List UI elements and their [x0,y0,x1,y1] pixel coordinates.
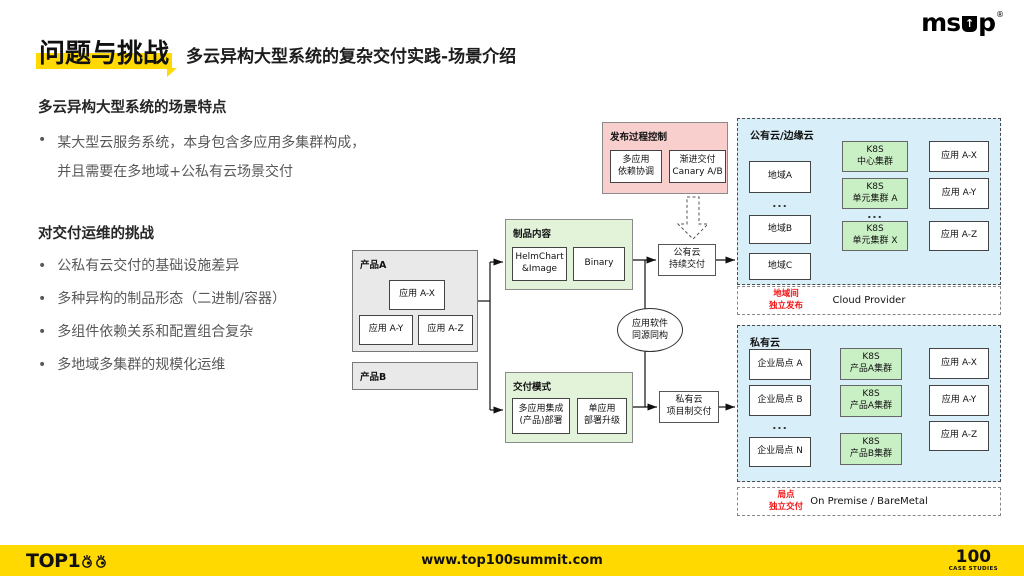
public-cloud-title: 公有云/边缘云 [750,131,814,142]
cloud-provider-label: Cloud Provider [832,295,906,306]
challenges-bullet: •多地域多集群的规模化运维 [38,357,226,374]
private-app-ay-box: 应用 A-Y [929,385,989,416]
registered-mark: ® [996,10,1004,19]
case-studies-logo: 100 CASE STUDIES [948,546,998,572]
msup-logo: ms ↑ p ® [921,8,1004,38]
cloud-provider-strip: 地域间 独立发布 Cloud Provider [737,286,1001,315]
features-section: 多云异构大型系统的场景特点 • 某大型云服务系统，本身包含多应用多集群构成，并且… [38,96,368,198]
binary-box: Binary [573,247,625,281]
k8s-unit-cluster-x-box: K8S 单元集群 X [842,221,908,251]
clusters-ellipsis: ... [867,208,883,221]
k8s-product-b-cluster-box: K8S 产品B集群 [840,433,902,465]
msup-logo-ms: ms [921,8,961,37]
product-b-panel: 产品B [352,362,478,390]
msup-logo-p: p [978,8,996,37]
product-b-title: 产品B [360,372,387,383]
k8s-product-a-cluster-1-box: K8S 产品A集群 [840,348,902,380]
private-app-az-box: 应用 A-Z [929,421,989,451]
site-n-box: 企业局点 N [749,437,811,467]
page-title: 问题与挑战 [36,39,178,77]
k8s-center-cluster-box: K8S 中心集群 [842,141,908,172]
artifact-panel: 制品内容 HelmChart &Image Binary [505,219,633,290]
challenges-bullet: •公私有云交付的基础设施差异 [38,258,240,274]
bullet-marker: • [38,132,47,148]
progressive-release-arrow-icon [676,196,710,240]
header: 问题与挑战 多云异构大型系统的复杂交付实践-场景介绍 [36,39,517,77]
helmchart-box: HelmChart &Image [512,247,567,281]
features-bullet: • 某大型云服务系统，本身包含多应用多集群构成，并且需要在多地域+公私有云场景交… [38,129,368,188]
region-independent-note: 地域间 独立发布 [768,289,803,311]
app-az-box: 应用 A-Z [418,315,473,345]
features-heading: 多云异构大型系统的场景特点 [38,100,227,116]
region-b-box: 地域B [749,215,811,244]
public-cd-box: 公有云 持续交付 [658,244,716,276]
product-a-title: 产品A [360,260,387,271]
single-app-deploy-box: 单应用 部署升级 [577,398,627,434]
k8s-unit-cluster-a-box: K8S 单元集群 A [842,178,908,209]
public-app-ay-box: 应用 A-Y [929,178,989,209]
footer-bar: TOP1 www.top100summit.com 100 CASE STUDI… [0,545,1024,576]
app-ay-box: 应用 A-Y [359,315,413,345]
same-source-ellipse: 应用软件 同源同构 [617,308,683,352]
top100-eyes-icon [82,554,107,568]
private-app-ax-box: 应用 A-X [929,348,989,379]
on-premise-label: On Premise / BareMetal [810,496,928,507]
challenges-bullet: •多组件依赖关系和配置组合复杂 [38,324,254,341]
top100-logo: TOP1 [26,550,110,572]
multi-app-dependency-box: 多应用 依赖协调 [610,150,662,183]
public-app-ax-box: 应用 A-X [929,141,989,172]
challenges-heading: 对交付运维的挑战 [38,226,154,242]
private-cloud-title: 私有云 [750,338,780,349]
on-premise-strip: 局点 独立交付 On Premise / BareMetal [737,487,1001,516]
product-a-panel: 产品A 应用 A-X 应用 A-Y 应用 A-Z [352,250,478,352]
delivery-mode-panel: 交付模式 多应用集成 (产品)部署 单应用 部署升级 [505,372,633,443]
site-b-box: 企业局点 B [749,385,811,416]
msup-up-arrow-icon: ↑ [962,16,978,32]
release-control-panel: 发布过程控制 多应用 依赖协调 渐进交付 Canary A/B [602,122,728,194]
region-c-box: 地域C [749,253,811,280]
private-delivery-box: 私有云 项目制交付 [659,391,719,423]
private-cloud-area: 私有云 企业局点 A 企业局点 B ... 企业局点 N K8S 产品A集群 K… [737,325,1001,482]
page-subtitle: 多云异构大型系统的复杂交付实践-场景介绍 [186,47,517,67]
challenges-section: 对交付运维的挑战 •公私有云交付的基础设施差异 •多种异构的制品形态（二进制/容… [38,222,368,387]
canary-box: 渐进交付 Canary A/B [669,150,726,183]
challenges-bullet: •多种异构的制品形态（二进制/容器） [38,291,286,308]
public-app-az-box: 应用 A-Z [929,221,989,251]
public-cloud-area: 公有云/边缘云 地域A ... 地域B 地域C K8S 中心集群 K8S 单元集… [737,118,1001,285]
k8s-product-a-cluster-2-box: K8S 产品A集群 [840,385,902,417]
site-independent-note: 局点 独立交付 [768,490,803,512]
app-ax-box: 应用 A-X [389,280,445,310]
multi-app-deploy-box: 多应用集成 (产品)部署 [512,398,570,434]
site-a-box: 企业局点 A [749,349,811,380]
region-a-box: 地域A [749,161,811,193]
regions-ellipsis: ... [772,196,788,210]
summit-url: www.top100summit.com [421,553,603,568]
sites-ellipsis: ... [772,418,788,432]
